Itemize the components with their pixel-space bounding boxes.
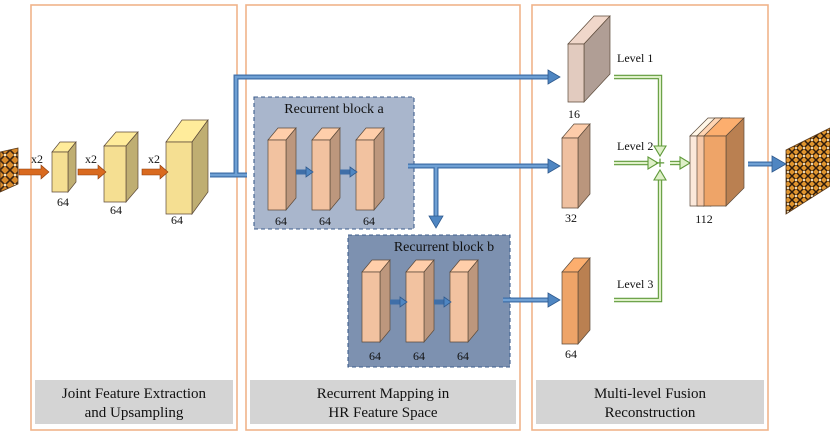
cube-front-face — [405, 271, 425, 343]
cube-front-face — [311, 139, 331, 211]
x2-arrow — [77, 164, 107, 180]
feature-map-cubes — [51, 15, 745, 345]
cube-side-face — [577, 257, 591, 345]
cube-front-face — [561, 137, 579, 209]
panel-frame — [531, 4, 769, 431]
panel-multilevel-fusion: Multi-level Fusion Reconstruction — [531, 4, 769, 431]
panel-frame — [30, 4, 238, 431]
channel-label: 64 — [275, 214, 287, 228]
cube-front-face — [165, 141, 193, 215]
channel-label: 32 — [565, 211, 577, 225]
panel-caption-line2: Reconstruction — [605, 405, 696, 421]
cube-front-face — [267, 139, 287, 211]
scale-label: x2 — [31, 152, 43, 166]
cube-front-face — [361, 271, 381, 343]
panel-caption-line1: Multi-level Fusion — [594, 386, 707, 402]
sum-to-fused-head — [679, 156, 692, 170]
cube-front-face — [567, 43, 585, 103]
channel-label: 64 — [363, 214, 375, 228]
level3-feature-cube — [561, 257, 591, 345]
channel-label: 64 — [565, 347, 577, 361]
cube-front-face — [561, 271, 579, 345]
recurrent-block-b-cube — [405, 259, 435, 343]
arrow-to-level1-head — [547, 69, 561, 85]
fused-stack-slice — [703, 117, 745, 207]
x2-arrow — [141, 164, 169, 180]
panel-caption-line1: Recurrent Mapping in — [317, 386, 450, 402]
cube-side-face — [379, 259, 391, 343]
caption-box — [536, 380, 764, 424]
arrow-to-level2-head — [547, 158, 561, 174]
cube-front-face — [703, 135, 727, 207]
lr-input-image — [0, 147, 19, 193]
channel-label: 64 — [171, 213, 183, 227]
recurrent-block-b-title: Recurrent block b — [394, 240, 494, 255]
cube-side-face — [467, 259, 479, 343]
cube-side-face — [373, 127, 385, 211]
cube-side-face — [329, 127, 341, 211]
upsampling-feature-cube — [103, 131, 139, 203]
panel-caption-line1: Joint Feature Extraction — [62, 386, 207, 402]
arrow-to-level3-head — [547, 292, 561, 308]
channel-label: 64 — [319, 214, 331, 228]
blue-connectors — [210, 74, 772, 303]
upsampling-arrows — [18, 164, 169, 180]
panel-feature-extraction: Joint Feature Extraction and Upsampling — [30, 4, 238, 431]
cube-front-face — [355, 139, 375, 211]
intra-block-arrows — [296, 166, 452, 308]
cube-front-face — [449, 271, 469, 343]
recurrent-block-a-cube — [267, 127, 297, 211]
channel-label: 64 — [110, 203, 122, 217]
recurrent-block-b-cube — [361, 259, 391, 343]
caption-box — [35, 380, 233, 424]
panel-recurrent-mapping: Recurrent Mapping in HR Feature Space — [245, 4, 521, 431]
level2-to-sum-head — [647, 156, 660, 170]
cube-front-face — [103, 145, 127, 203]
arrow-to-output-head — [771, 155, 787, 173]
scale-label: x2 — [85, 152, 97, 166]
upsampling-feature-cube — [165, 118, 209, 216]
caption-box — [250, 380, 516, 424]
recurrent-block-b-cube — [449, 259, 479, 343]
channel-label: 64 — [457, 349, 469, 363]
recurrent-block-a-title: Recurrent block a — [284, 102, 384, 117]
fused-channel-label: 112 — [695, 212, 713, 226]
recurrent-block-a-cube — [311, 127, 341, 211]
cube-side-face — [577, 123, 591, 209]
recurrent-block-a-cube — [355, 127, 385, 211]
level-label: Level 3 — [617, 277, 653, 291]
green-fusion-connectors — [614, 74, 680, 303]
cube-side-face — [285, 127, 297, 211]
cube-side-face — [423, 259, 435, 343]
cube-front-face — [51, 151, 69, 193]
x2-arrow — [18, 164, 50, 180]
channel-label: 64 — [369, 349, 381, 363]
level2-feature-cube — [561, 123, 591, 209]
sum-symbol: + — [655, 153, 665, 173]
level1-to-sum-head — [653, 145, 667, 158]
channel-label: 16 — [568, 107, 580, 121]
upsampling-feature-cube — [51, 141, 77, 193]
scale-label: x2 — [148, 152, 160, 166]
panel-caption-line2: HR Feature Space — [328, 405, 437, 421]
arrow-to-block-b-head — [428, 215, 444, 229]
channel-label: 64 — [413, 349, 425, 363]
channel-label: 64 — [57, 195, 69, 209]
level-label: Level 1 — [617, 51, 653, 65]
panel-caption-line2: and Upsampling — [85, 405, 184, 421]
hr-output-image — [785, 127, 830, 215]
panel-frame — [245, 4, 521, 431]
level3-to-sum-head — [653, 168, 667, 181]
level-label: Level 2 — [617, 139, 653, 153]
level1-feature-cube — [567, 15, 611, 103]
